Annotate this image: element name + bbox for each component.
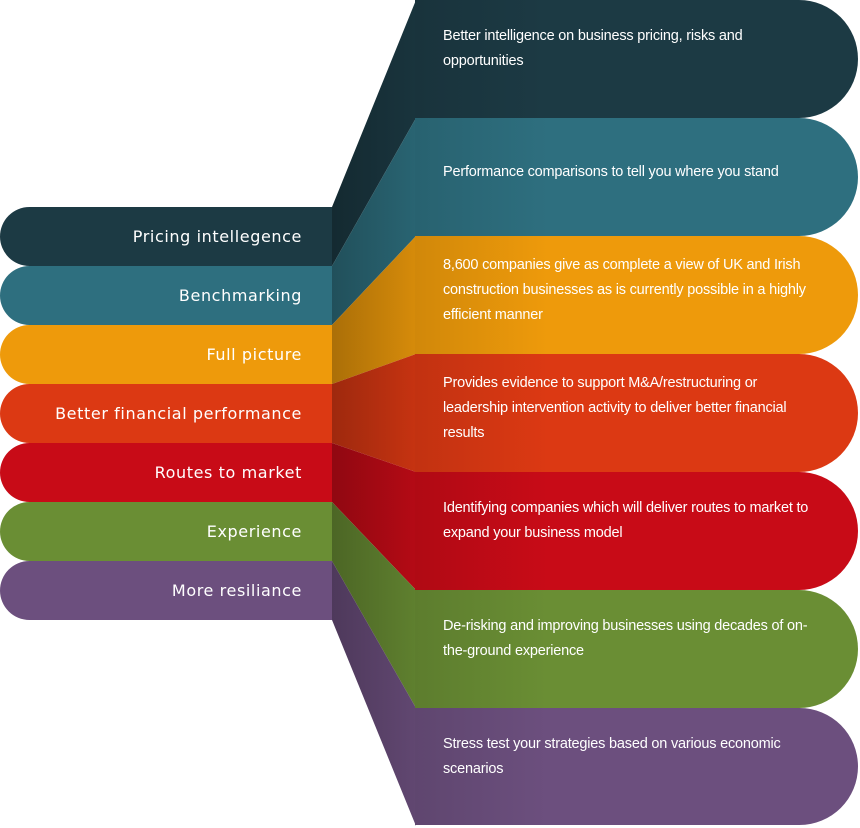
connector-full-picture [332,236,416,384]
card-description: 8,600 companies give as complete a view … [443,256,806,323]
tab-label: Benchmarking [178,286,302,305]
connector-more-resiliance [332,561,416,826]
tab-routes-to-market: Routes to market [0,443,332,502]
tab-pricing-intellegence: Pricing intellegence [0,207,332,266]
tab-label: Routes to market [154,463,302,482]
card-description: Stress test your strategies based on var… [443,735,781,777]
tab-label: Pricing intellegence [132,227,302,246]
tab-more-resiliance: More resiliance [0,561,332,620]
connector-pricing-intellegence [332,0,416,266]
card-description: Identifying companies which will deliver… [443,500,809,541]
connector-benchmarking [332,118,416,325]
connector-routes-to-market [332,443,416,590]
card-description: De-risking and improving businesses usin… [443,618,808,659]
connector-better-financial-performance [332,354,416,472]
card-better-financial-performance: Provides evidence to support M&A/restruc… [415,354,858,472]
card-more-resiliance: Stress test your strategies based on var… [415,708,858,825]
card-full-picture: 8,600 companies give as complete a view … [415,236,858,354]
tab-full-picture: Full picture [0,325,332,384]
card-experience: De-risking and improving businesses usin… [415,590,858,708]
tab-label: More resiliance [171,581,302,600]
tab-label: Better financial performance [55,404,302,423]
connector-experience [332,502,416,708]
card-routes-to-market: Identifying companies which will deliver… [415,472,858,590]
tab-label: Full picture [206,345,302,364]
card-description: Better intelligence on business pricing,… [443,28,743,69]
card-description: Performance comparisons to tell you wher… [443,163,779,180]
tab-experience: Experience [0,502,332,561]
card-description: Provides evidence to support M&A/restruc… [443,374,787,441]
tab-better-financial-performance: Better financial performance [0,384,332,443]
card-benchmarking: Performance comparisons to tell you wher… [415,118,858,236]
card-pricing-intellegence: Better intelligence on business pricing,… [415,0,858,118]
tab-benchmarking: Benchmarking [0,266,332,325]
tab-label: Experience [206,522,302,541]
